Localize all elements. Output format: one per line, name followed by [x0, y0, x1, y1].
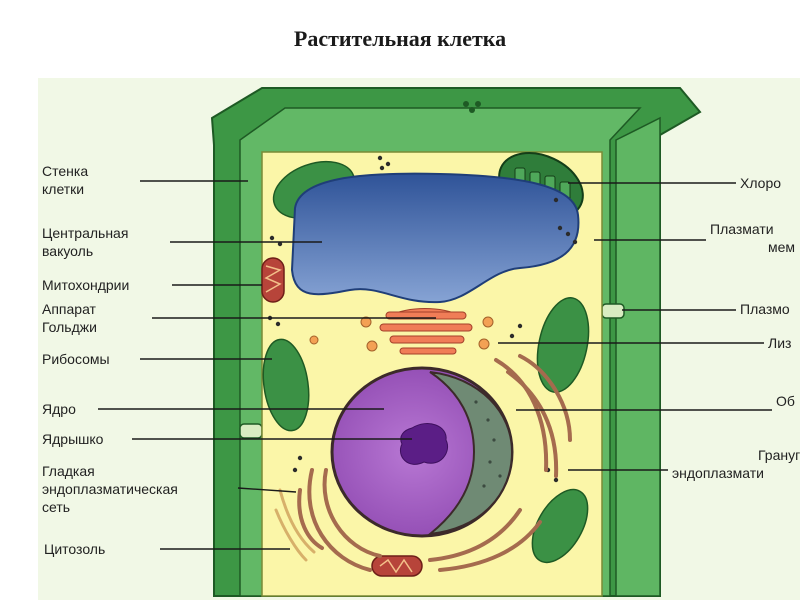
- label-central-vacuole: Центральная вакуоль: [42, 225, 129, 259]
- leader-lines-left: [98, 180, 436, 550]
- mitochondrion-bottom: [371, 555, 423, 577]
- label-cell-wall: Стенка клетки: [42, 163, 89, 197]
- chloroplast: [536, 297, 590, 393]
- nucleolus: [400, 423, 448, 465]
- chloroplast: [531, 488, 589, 564]
- plasmodesma-left: [239, 423, 263, 439]
- central-vacuole: [290, 172, 580, 304]
- diagram-title: Растительная клетка: [293, 26, 507, 51]
- plasmodesma-top: [463, 101, 481, 113]
- chloroplast: [262, 338, 310, 432]
- rough-er: [297, 354, 572, 572]
- label-plasmodesma: Плазмо: [740, 301, 790, 317]
- leader-lines-right: [498, 182, 772, 471]
- nuclear-envelope-cut: [426, 371, 514, 536]
- label-nucleolus: Ядрышко: [42, 431, 104, 447]
- mitochondrion-left: [261, 257, 285, 303]
- label-ribosomes: Рибосомы: [42, 351, 110, 367]
- label-cytosol: Цитозоль: [44, 541, 106, 557]
- label-mitochondria: Митохондрии: [42, 277, 130, 293]
- label-golgi: Аппарат Гольджи: [42, 301, 97, 335]
- label-rough-er: Грануг эндоплазмати: [672, 447, 800, 481]
- plasmodesma-right: [601, 303, 625, 319]
- label-nuclear-envelope: Об: [776, 393, 795, 409]
- nucleus: [330, 366, 514, 538]
- lysosomes: [309, 316, 494, 352]
- label-lysosome: Лиз: [768, 335, 792, 351]
- label-nucleus: Ядро: [42, 401, 76, 417]
- label-plasma-membrane: Плазмати мем: [710, 221, 796, 255]
- golgi-apparatus: [379, 308, 473, 355]
- label-smooth-er: Гладкая эндоплазматическая сеть: [42, 463, 178, 515]
- cell-wall-side: [615, 116, 661, 597]
- smooth-er: [274, 488, 316, 562]
- label-chloroplast: Хлоро: [740, 175, 782, 191]
